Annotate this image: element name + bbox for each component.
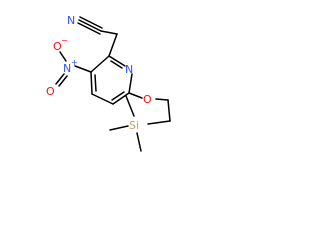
charge-plus: + bbox=[71, 58, 78, 67]
bond-si-methyl-up bbox=[125, 95, 135, 117]
bonds bbox=[55, 16, 171, 152]
bond-ring-n1-c6 bbox=[128, 73, 133, 94]
bond-ring-c2-n1-inner bbox=[110, 60, 123, 69]
bond-nitro-o-double-1 bbox=[55, 73, 65, 85]
atom-nitrile-n: N bbox=[67, 14, 75, 27]
bond-ch2-si bbox=[147, 120, 171, 125]
bond-o-ch2 bbox=[155, 98, 169, 101]
bond-ch2-ring bbox=[108, 33, 118, 57]
bond-nitrile-triple-1 bbox=[78, 19, 102, 32]
atom-silicon: Si bbox=[129, 119, 139, 132]
bond-ring-c3-c2 bbox=[90, 55, 110, 73]
atom-ether-o: O bbox=[143, 93, 152, 106]
bond-nitrile-triple-3 bbox=[77, 22, 101, 35]
charge-minus: − bbox=[61, 36, 68, 45]
bond-ring-c4-c3-inner bbox=[94, 74, 97, 92]
bond-si-methyl-down bbox=[136, 132, 142, 152]
bond-nitro-o-minus bbox=[59, 51, 67, 62]
bond-ring-nitro bbox=[74, 65, 92, 73]
bond-ring-c4-c3 bbox=[90, 71, 93, 95]
bond-ring-c5-c4 bbox=[91, 93, 114, 105]
bond-ring-c6-c5-inner bbox=[111, 91, 125, 101]
atom-nitro-o: O bbox=[46, 85, 55, 98]
atom-pyridine-n: N bbox=[125, 63, 133, 76]
bond-nitrile-triple-2 bbox=[79, 16, 103, 29]
bond-ring-ether-o bbox=[128, 92, 143, 99]
atom-nitro-o-minus: O bbox=[53, 40, 62, 53]
bond-si-methyl-left bbox=[109, 125, 129, 131]
bond-ch2-ch2 bbox=[167, 99, 171, 122]
bond-nitro-o-double-2 bbox=[58, 75, 68, 87]
molecule-structure: N O − N + O N O Si bbox=[46, 14, 171, 152]
bond-cyano-ch2 bbox=[100, 30, 118, 35]
bond-ring-c6-c5 bbox=[112, 92, 130, 105]
bond-ring-c2-n1 bbox=[108, 55, 126, 67]
atom-nitro-n: N bbox=[63, 62, 71, 75]
atom-labels: N O − N + O N O Si bbox=[46, 14, 152, 132]
